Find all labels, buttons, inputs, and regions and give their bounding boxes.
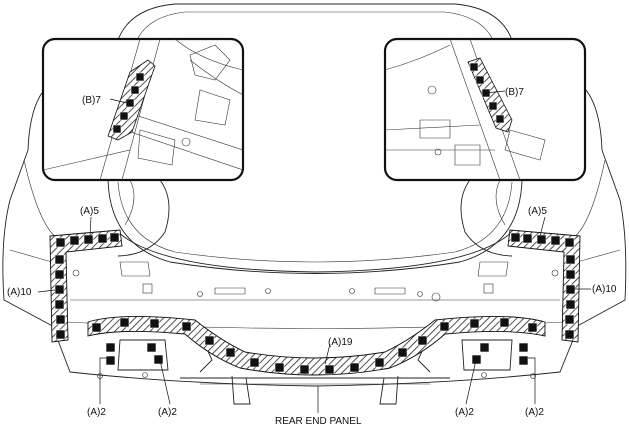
part-label-rear-end-panel: REAR END PANEL [275, 416, 362, 427]
callout-a2-1: (A)2 [87, 407, 106, 418]
callout-a5-left: (A)5 [80, 206, 99, 217]
callout-a2-2: (A)2 [158, 407, 177, 418]
leader-lines [37, 216, 591, 413]
detail-inset-right [383, 37, 587, 257]
weld-spots [54, 232, 576, 375]
detail-inset-left [41, 37, 245, 257]
callout-b7-right: (B)7 [505, 87, 524, 98]
callout-labels: (B)7 (B)7 (A)5 (A)5 (A)10 (A)10 (A)19 (A… [7, 87, 617, 427]
callout-a19: (A)19 [328, 337, 353, 348]
callout-a2-3: (A)2 [455, 407, 474, 418]
callout-a2-4: (A)2 [525, 407, 544, 418]
callout-a10-left: (A)10 [7, 287, 32, 298]
callout-a10-right: (A)10 [592, 284, 617, 295]
hatched-seam-areas [49, 229, 581, 376]
callout-b7-left: (B)7 [82, 95, 101, 106]
callout-a5-right: (A)5 [528, 206, 547, 217]
